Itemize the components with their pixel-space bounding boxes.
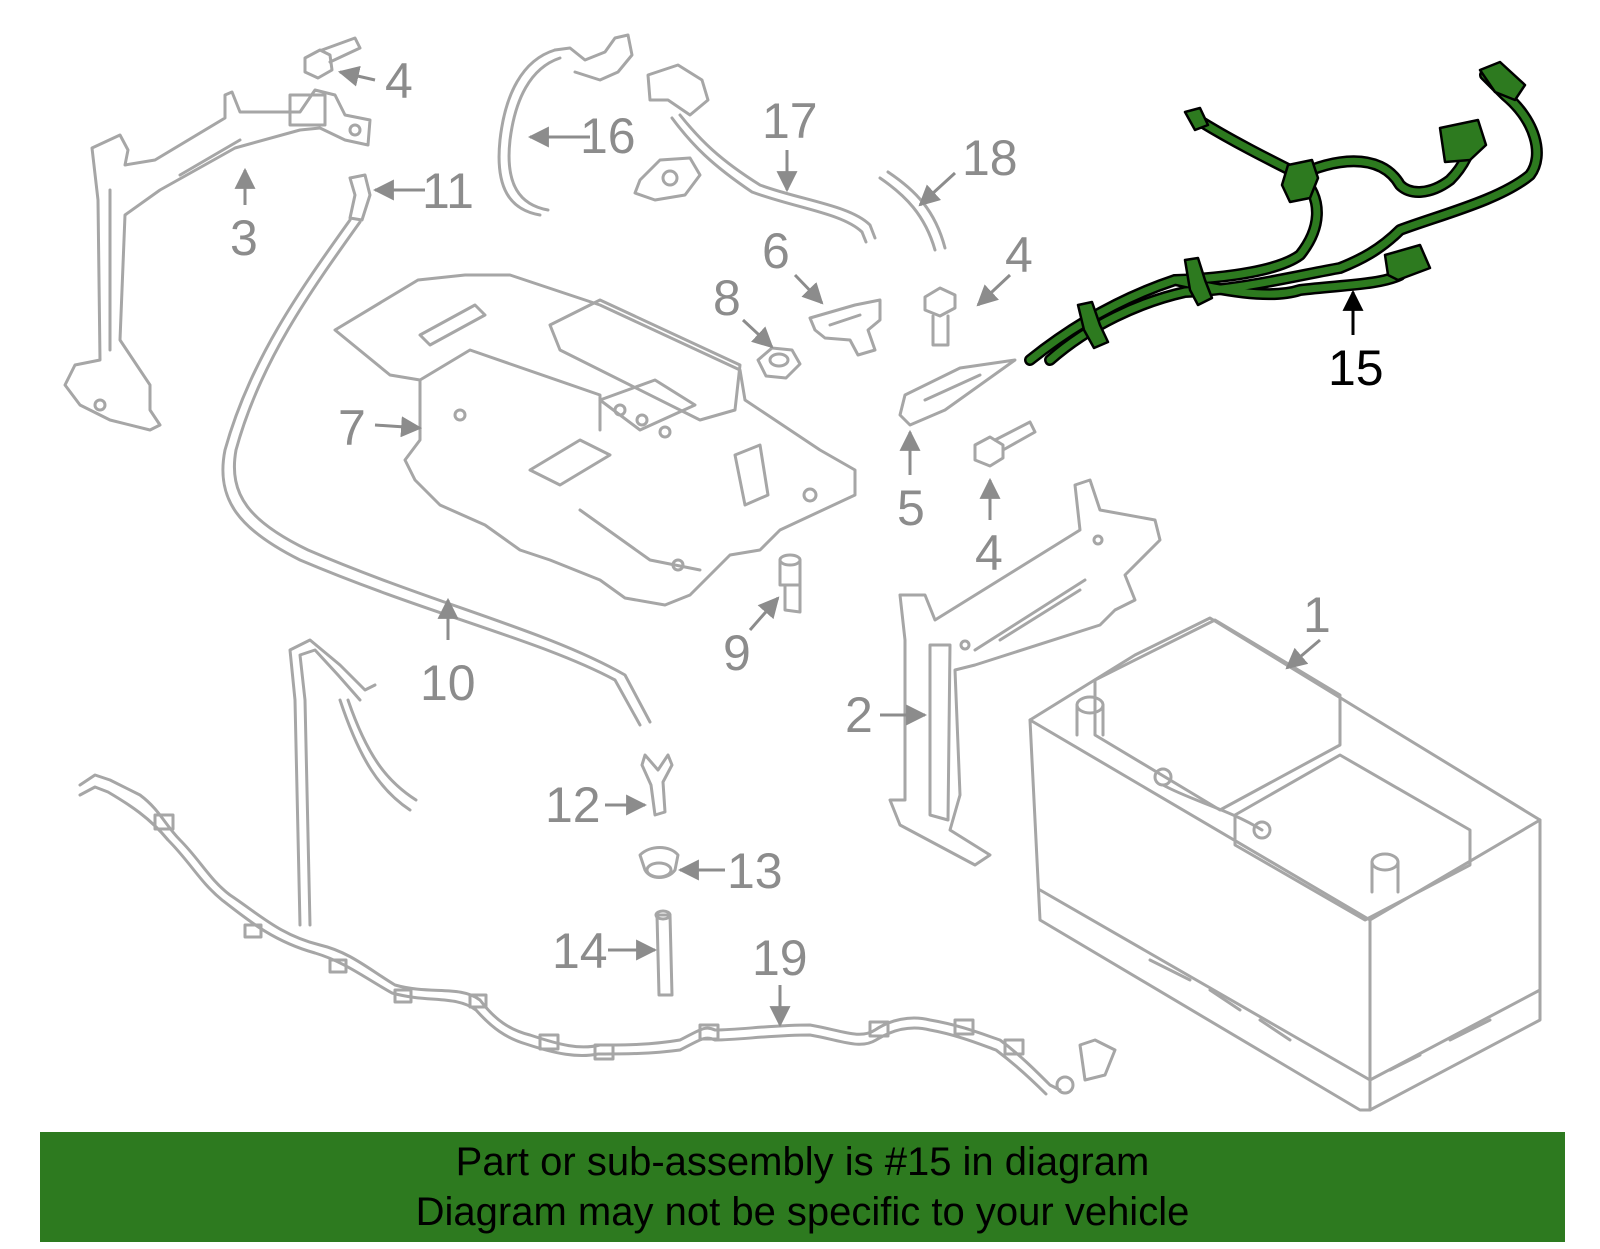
callout-1: 1: [1303, 587, 1331, 643]
callout-labels: 1 2 3 4 4 4 5 6 7 8 9 10 11 12 13 14 15 …: [230, 53, 1384, 986]
part-15-highlighted-harness[interactable]: [1024, 60, 1543, 366]
part-vent-tube[interactable]: [221, 218, 652, 727]
banner-line-1: Part or sub-assembly is #15 in diagram: [455, 1140, 1150, 1184]
callout-11: 11: [422, 163, 474, 219]
callout-2: 2: [845, 687, 873, 743]
part-mounting-bracket[interactable]: [63, 88, 372, 432]
callout-18: 18: [962, 130, 1018, 186]
part-clip[interactable]: [808, 298, 882, 357]
banner-line-2: Diagram may not be specific to your vehi…: [415, 1190, 1190, 1234]
callout-6: 6: [762, 223, 790, 279]
part-bolt-middle[interactable]: [923, 286, 957, 347]
part-small-bracket[interactable]: [898, 358, 1017, 427]
callout-4-top: 4: [385, 53, 413, 109]
part-battery-bracket[interactable]: [888, 478, 1162, 867]
part-y-connector[interactable]: [640, 753, 674, 817]
callout-13: 13: [727, 843, 783, 899]
callout-9: 9: [723, 625, 751, 681]
callout-12: 12: [545, 777, 601, 833]
part-tube-fitting[interactable]: [348, 173, 372, 222]
callout-4-lower: 4: [975, 525, 1003, 581]
callout-15: 15: [1328, 340, 1384, 396]
part-bolt-top[interactable]: [303, 36, 362, 80]
callout-8: 8: [713, 270, 741, 326]
part-battery-cable[interactable]: [497, 33, 634, 217]
callout-16: 16: [580, 108, 636, 164]
part-battery[interactable]: [1028, 616, 1542, 1112]
callout-5: 5: [897, 480, 925, 536]
callout-4-middle: 4: [1005, 227, 1033, 283]
part-terminal-cable[interactable]: [633, 63, 877, 244]
part-small-hose[interactable]: [878, 170, 947, 252]
part-push-pin[interactable]: [778, 553, 802, 614]
callout-19: 19: [752, 930, 808, 986]
part-tube[interactable]: [654, 909, 674, 997]
info-banner: Part or sub-assembly is #15 in diagram D…: [40, 1132, 1565, 1242]
callout-3: 3: [230, 210, 258, 266]
part-wiring-harness[interactable]: [78, 638, 1117, 1096]
leader-lines: [234, 65, 1321, 1028]
part-bolt-lower[interactable]: [973, 420, 1037, 468]
part-grommet[interactable]: [638, 846, 680, 879]
callout-7: 7: [338, 400, 366, 456]
callout-10: 10: [420, 655, 476, 711]
part-nut[interactable]: [756, 346, 802, 380]
callout-17: 17: [762, 93, 818, 149]
callout-14: 14: [552, 923, 608, 979]
part-battery-tray[interactable]: [333, 273, 857, 607]
